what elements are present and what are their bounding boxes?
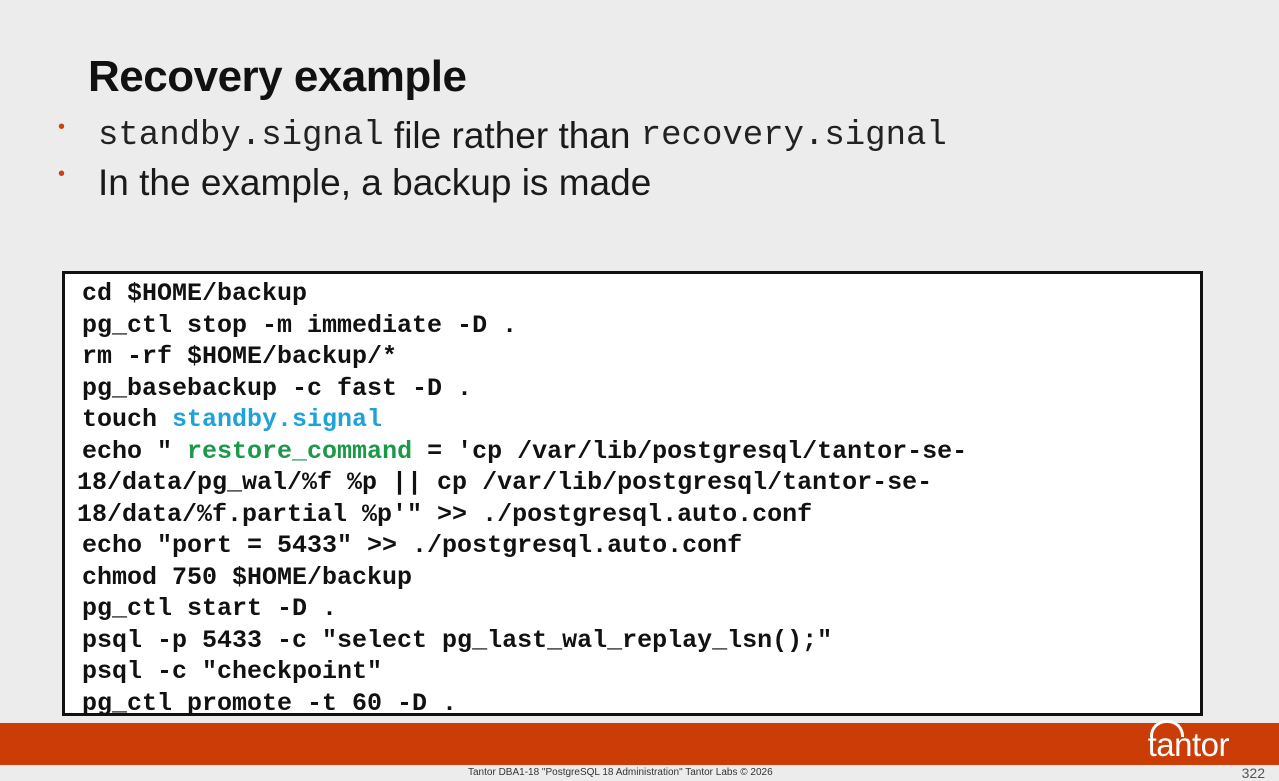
- code-line: cd $HOME/backup: [77, 278, 1200, 310]
- code-line: rm -rf $HOME/backup/*: [77, 341, 1200, 373]
- code-line: touch standby.signal: [77, 404, 1200, 436]
- code-text: echo "port = 5433" >> ./postgresql.auto.…: [82, 531, 743, 560]
- bullet-text: In the example, a backup is made: [98, 161, 652, 203]
- code-line: chmod 750 $HOME/backup: [77, 562, 1200, 594]
- page-title: Recovery example: [88, 52, 467, 101]
- code-line: psql -c "checkpoint": [77, 656, 1200, 688]
- code-text: echo ": [82, 436, 188, 466]
- code-text: chmod 750 $HOME/backup: [82, 562, 413, 592]
- code-highlight: restore_command: [187, 436, 413, 466]
- code-text: psql -c "checkpoint": [82, 657, 383, 686]
- code-line: pg_ctl stop -m immediate -D .: [77, 310, 1200, 342]
- code-text: pg_basebackup -c fast -D .: [82, 373, 473, 403]
- code-line: echo " restore_command = 'cp /var/lib/po…: [77, 436, 1200, 468]
- code-text: rm -rf $HOME/backup/*: [82, 342, 398, 371]
- code-text: pg_ctl stop -m immediate -D .: [82, 310, 518, 340]
- code-text: = 'cp /var/lib/postgresql/tantor-se-: [412, 436, 968, 466]
- code-line: 18/data/pg_wal/%f %p || cp /var/lib/post…: [77, 467, 1200, 499]
- bullet-item: • In the example, a backup is made: [58, 159, 947, 206]
- code-text: 18/data/pg_wal/%f %p || cp /var/lib/post…: [77, 468, 933, 497]
- code-line: psql -p 5433 -c "select pg_last_wal_repl…: [77, 625, 1200, 657]
- logo-arc-icon: [1149, 720, 1184, 737]
- footer-text: Tantor DBA1-18 "PostgreSQL 18 Administra…: [468, 767, 773, 778]
- code-text: psql -p 5433 -c "select pg_last_wal_repl…: [82, 625, 833, 655]
- code-text: pg_ctl promote -t 60 -D .: [82, 688, 458, 718]
- tantor-logo: tantor: [1148, 720, 1230, 764]
- footer-bar: [0, 723, 1279, 765]
- bullet-list: • standby.signal file rather than recover…: [58, 112, 947, 206]
- code-line: 18/data/%f.partial %p'" >> ./postgresql.…: [77, 499, 1200, 531]
- code-line: echo "port = 5433" >> ./postgresql.auto.…: [77, 530, 1200, 562]
- code-highlight: standby.signal: [172, 405, 383, 434]
- code-line: pg_ctl promote -t 60 -D .: [77, 688, 1200, 720]
- bullet-icon: •: [58, 116, 66, 138]
- code-line: pg_basebackup -c fast -D .: [77, 373, 1200, 405]
- code-text: cd $HOME/backup: [82, 279, 308, 308]
- code-line: pg_ctl start -D .: [77, 593, 1200, 625]
- code-text: touch: [82, 405, 173, 434]
- code-text: pg_ctl start -D .: [82, 594, 338, 623]
- bullet-code-text: standby.signal: [98, 116, 384, 155]
- code-text: 18/data/%f.partial %p'" >> ./postgresql.…: [77, 499, 813, 529]
- bullet-item: • standby.signal file rather than recover…: [58, 112, 947, 159]
- bullet-icon: •: [58, 163, 66, 185]
- page-number: 322: [1241, 765, 1265, 781]
- bullet-code-text: recovery.signal: [640, 116, 947, 155]
- bullet-text: file rather than: [383, 114, 641, 156]
